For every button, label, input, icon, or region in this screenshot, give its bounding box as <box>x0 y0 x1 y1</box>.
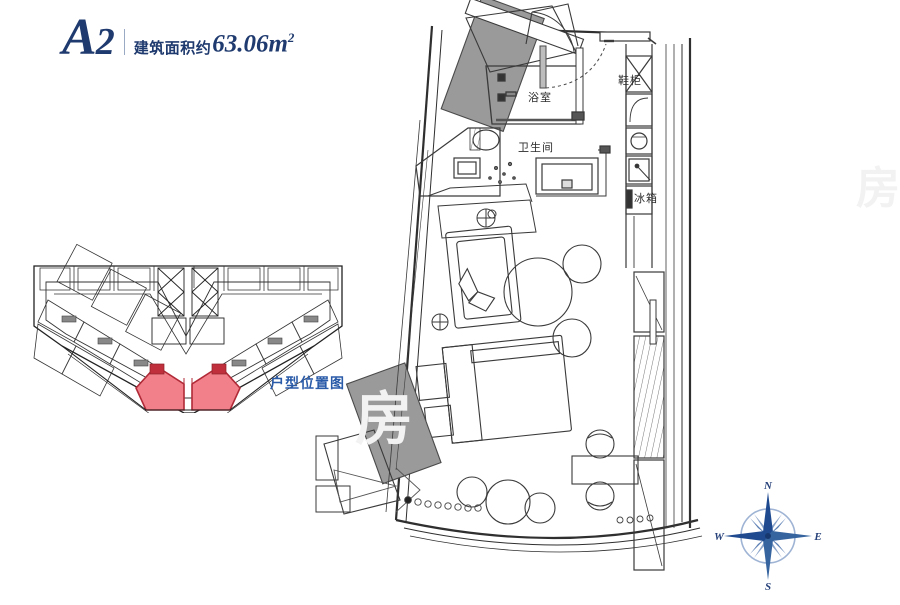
room-label-refrigerator: 冰箱 <box>634 192 658 205</box>
right-facade-mullions <box>665 44 675 528</box>
round-stool <box>562 244 602 284</box>
compass-rose: N E S W <box>712 478 824 593</box>
compass-label-east: E <box>813 531 821 543</box>
compass-label-north: N <box>763 480 773 492</box>
key-plan-core <box>151 267 225 345</box>
left-facade-mullions <box>385 119 429 513</box>
key-plan-furniture <box>61 315 319 367</box>
round-stool <box>552 318 592 358</box>
compass-major-points <box>724 492 812 580</box>
compass-label-west: W <box>714 531 725 543</box>
bathroom-room <box>485 47 585 125</box>
entry-corridor <box>625 44 653 268</box>
area-text: 建筑面积约 63.06m2 <box>134 30 295 60</box>
main-floor-plan: 浴室 卫生间 鞋柜 冰箱 <box>300 0 900 600</box>
dining-chair <box>585 429 615 459</box>
compass-svg: N E S W <box>714 480 822 593</box>
key-plan-corridor <box>45 281 331 399</box>
dining-set <box>571 429 639 511</box>
pillow-row <box>470 340 561 364</box>
refrigerator-unit <box>625 185 653 215</box>
floor-plan-svg <box>315 0 703 571</box>
ceiling-light-icon <box>431 313 449 331</box>
watermark-character: 房 <box>355 385 414 453</box>
dining-table <box>571 455 639 485</box>
area-unit-exponent: 2 <box>287 29 295 45</box>
balcony-railing <box>404 496 654 524</box>
unit-code-number: 2 <box>95 21 115 63</box>
nightstand <box>415 362 451 402</box>
ceiling-light-icon-group <box>431 208 497 331</box>
tv-console <box>427 183 537 239</box>
kitchen-sink-unit <box>625 155 653 185</box>
top-door-swing <box>525 3 579 53</box>
area-label: 建筑面积约 <box>133 39 212 58</box>
key-plan-diagram <box>18 238 358 415</box>
ceiling-light-icon <box>487 209 497 219</box>
room-label-bathroom: 浴室 <box>528 91 552 104</box>
toilet-room <box>415 127 611 197</box>
dining-chair <box>585 481 615 511</box>
bed <box>415 334 572 444</box>
title-block: A2 建筑面积约 63.06m2 <box>62 12 295 64</box>
unit-code: A2 <box>62 12 115 64</box>
key-plan-svg <box>33 243 343 415</box>
key-plan-units-top <box>39 266 339 291</box>
room-label-toilet: 卫生间 <box>518 141 554 154</box>
lower-stool-group <box>456 476 556 525</box>
washer-unit <box>625 93 653 127</box>
coffee-table-group <box>503 244 602 358</box>
key-plan-label: 户型位置图 <box>270 376 345 392</box>
compass-center <box>765 533 771 539</box>
coffee-table <box>503 257 573 327</box>
area-value: 63.06m2 <box>212 30 294 58</box>
area-number: 63.06m <box>212 30 288 58</box>
entry-door <box>599 31 657 45</box>
cooktop-unit <box>625 127 653 155</box>
key-plan-highlighted-unit[interactable] <box>135 363 241 411</box>
compass-label-south: S <box>765 581 771 590</box>
title-divider <box>123 29 125 56</box>
sofa <box>445 225 522 329</box>
room-label-shoe-cabinet: 鞋柜 <box>618 74 642 87</box>
watermark-character: 房 <box>856 163 900 214</box>
unit-code-letter: A <box>62 9 97 66</box>
bathroom-door-swing <box>539 43 607 89</box>
shoe-cabinet-unit <box>625 55 653 93</box>
right-shaft <box>633 271 665 571</box>
